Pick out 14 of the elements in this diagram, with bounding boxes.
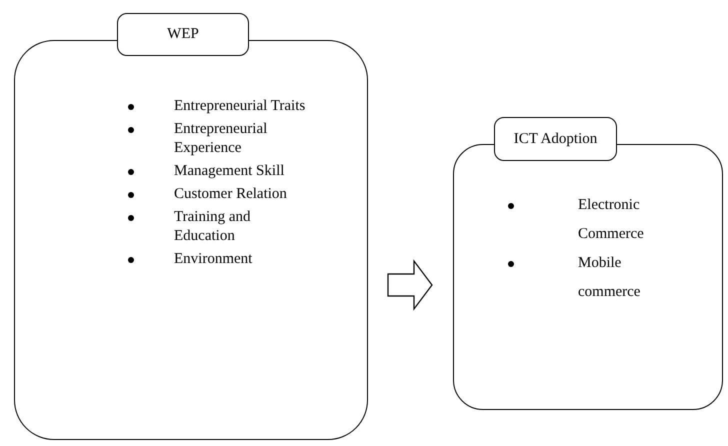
- heading-box: [117, 13, 249, 56]
- list-item-text: Electronic Commerce: [578, 197, 644, 242]
- list-item-text: Entrepreneurial Experience: [174, 121, 268, 156]
- heading-box: [494, 117, 617, 161]
- list-item-text: Training and Education: [174, 209, 251, 244]
- list-item-text: Entrepreneurial Traits: [174, 98, 306, 114]
- list-item-text: Mobile commerce: [578, 255, 640, 300]
- heading-text: ICT Adoption: [514, 130, 598, 148]
- list-item-text: Customer Relation: [174, 186, 287, 202]
- block-arrow: [387, 259, 433, 311]
- heading-text: WEP: [167, 26, 199, 43]
- list-item-text: Management Skill: [174, 163, 284, 179]
- list-item-text: Environment: [174, 251, 252, 267]
- list-box: [14, 40, 368, 440]
